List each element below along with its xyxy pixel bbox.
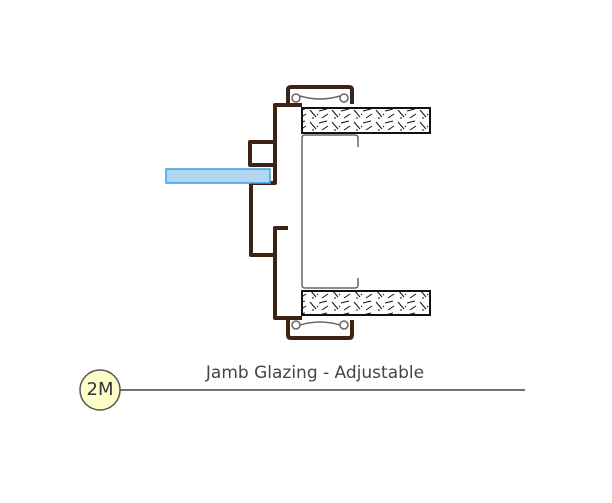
steel-stud [301, 134, 359, 289]
wall-board-bottom [301, 290, 431, 316]
glass-pane [165, 168, 271, 184]
detail-tag: 2M [86, 379, 114, 400]
wall-board-top [301, 107, 431, 134]
detail-tag-circle [79, 369, 121, 411]
anchor-clip-top [291, 93, 349, 103]
detail-title: Jamb Glazing - Adjustable [205, 363, 425, 383]
anchor-clip-bottom [291, 320, 349, 330]
